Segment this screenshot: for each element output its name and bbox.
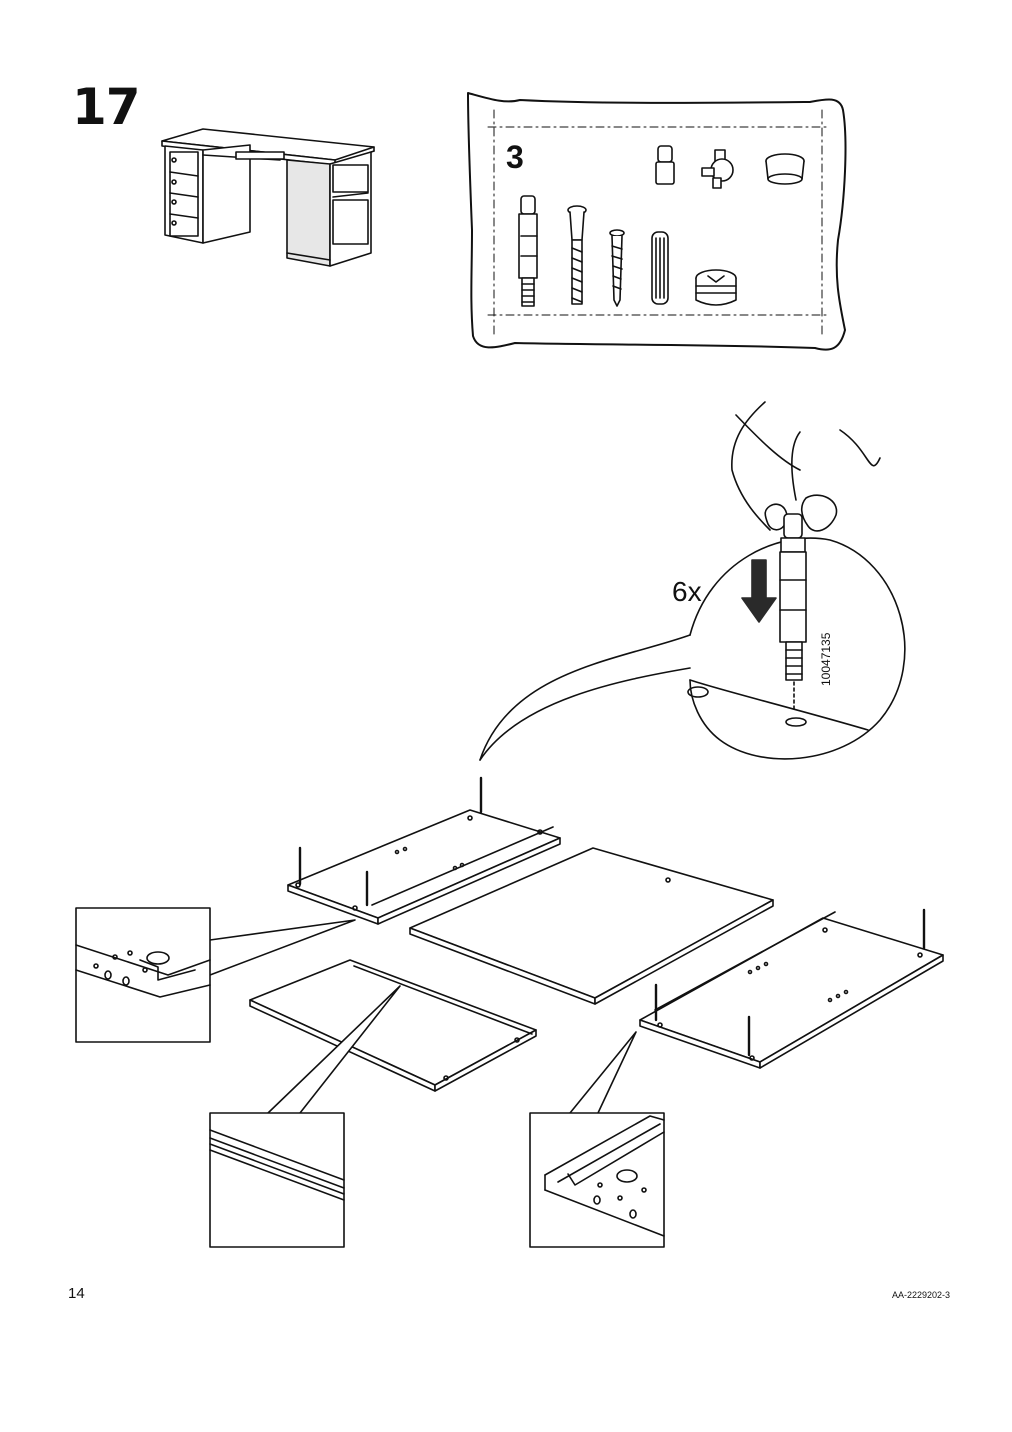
part-number-label: 10047135 <box>819 632 833 686</box>
detail-callout-left <box>75 907 356 1043</box>
bag-quantity-label: 3 <box>506 139 524 175</box>
hand-icon <box>731 401 881 532</box>
desk-overview-icon <box>161 128 375 267</box>
side-panel-right <box>639 908 944 1069</box>
down-arrow-icon <box>741 559 777 623</box>
dowel-part <box>651 231 669 305</box>
back-panel <box>409 847 774 1005</box>
detail-zoom-icon <box>479 537 906 761</box>
cover-cap-part <box>765 153 805 185</box>
cam-lock-part <box>701 149 734 189</box>
step-number: 17 <box>72 78 141 136</box>
shelf-panel <box>249 959 537 1092</box>
detail-callout-middle <box>209 985 401 1248</box>
long-screw-part <box>567 205 587 305</box>
side-panel-left <box>287 776 561 925</box>
hardware-bag-icon: 3 <box>467 92 847 351</box>
page-number: 14 <box>68 1285 85 1302</box>
dowel-fitting-part <box>518 195 538 307</box>
wooden-peg-part <box>655 145 675 185</box>
detail-callout-right <box>529 1031 665 1248</box>
dowel-fitting-icon <box>779 513 807 713</box>
document-code: AA-2229202-3 <box>891 1290 950 1300</box>
cam-lock-nut-part <box>695 269 737 306</box>
wood-screw-part <box>609 229 625 307</box>
count-label: 6x <box>672 576 702 607</box>
